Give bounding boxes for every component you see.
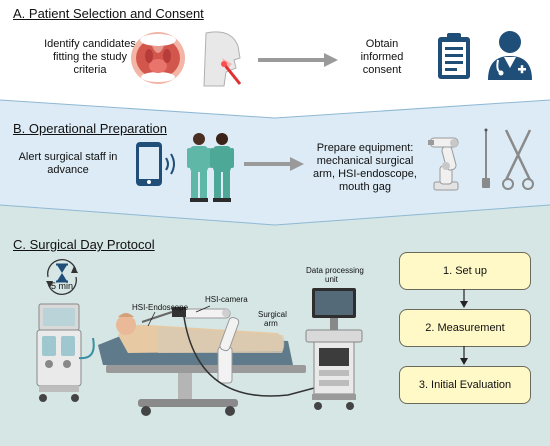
mouth-throat-icon: [131, 32, 185, 84]
surgical-arm-label-line1: Surgical: [258, 310, 287, 319]
step-measurement: 2. Measurement: [399, 309, 531, 347]
section-c-border: [0, 204, 550, 226]
head-profile-laser-icon: [203, 31, 242, 87]
step-arrow-1: [460, 289, 468, 308]
data-unit-label-line2: unit: [325, 275, 338, 284]
surgical-arm-label-line2: arm: [264, 319, 278, 328]
anesthesia-machine-icon: [36, 303, 95, 402]
doctor-icon: [488, 31, 532, 80]
smartphone-icon: [136, 142, 175, 186]
timer-icon: [46, 259, 78, 295]
surgical-scene: [98, 307, 319, 416]
arrow-b: [244, 157, 304, 171]
step-setup: 1. Set up: [399, 252, 531, 290]
label-leader-lines: [147, 305, 211, 327]
camera-label: HSI-camera: [205, 295, 248, 304]
step-arrow-2: [460, 346, 468, 365]
endoscope-icon: [482, 128, 490, 188]
identify-candidates-text: Identify candidates fitting the study cr…: [44, 38, 136, 76]
arrow-a: [258, 53, 338, 67]
mouth-gag-icon: [502, 129, 534, 190]
data-unit-label-line1: Data processing: [306, 266, 364, 275]
timer-label: 5 min: [50, 281, 73, 291]
step-initial-evaluation: 3. Initial Evaluation: [399, 366, 531, 404]
data-processing-unit-icon: [305, 288, 363, 410]
clipboard-icon: [438, 33, 470, 79]
robotic-arm-icon: [428, 137, 459, 191]
alert-staff-text: Alert surgical staff in advance: [18, 151, 118, 176]
section-a-title: A. Patient Selection and Consent: [13, 6, 204, 21]
surgical-staff-icon: [187, 133, 234, 202]
section-b-title: B. Operational Preparation: [13, 121, 167, 136]
endoscope-label: HSI-Endoscope: [132, 303, 189, 312]
obtain-consent-text: Obtain informed consent: [360, 38, 404, 76]
section-b-border: [0, 99, 550, 119]
section-c-title: C. Surgical Day Protocol: [13, 237, 155, 252]
prepare-equipment-text: Prepare equipment: mechanical surgical a…: [313, 142, 417, 193]
